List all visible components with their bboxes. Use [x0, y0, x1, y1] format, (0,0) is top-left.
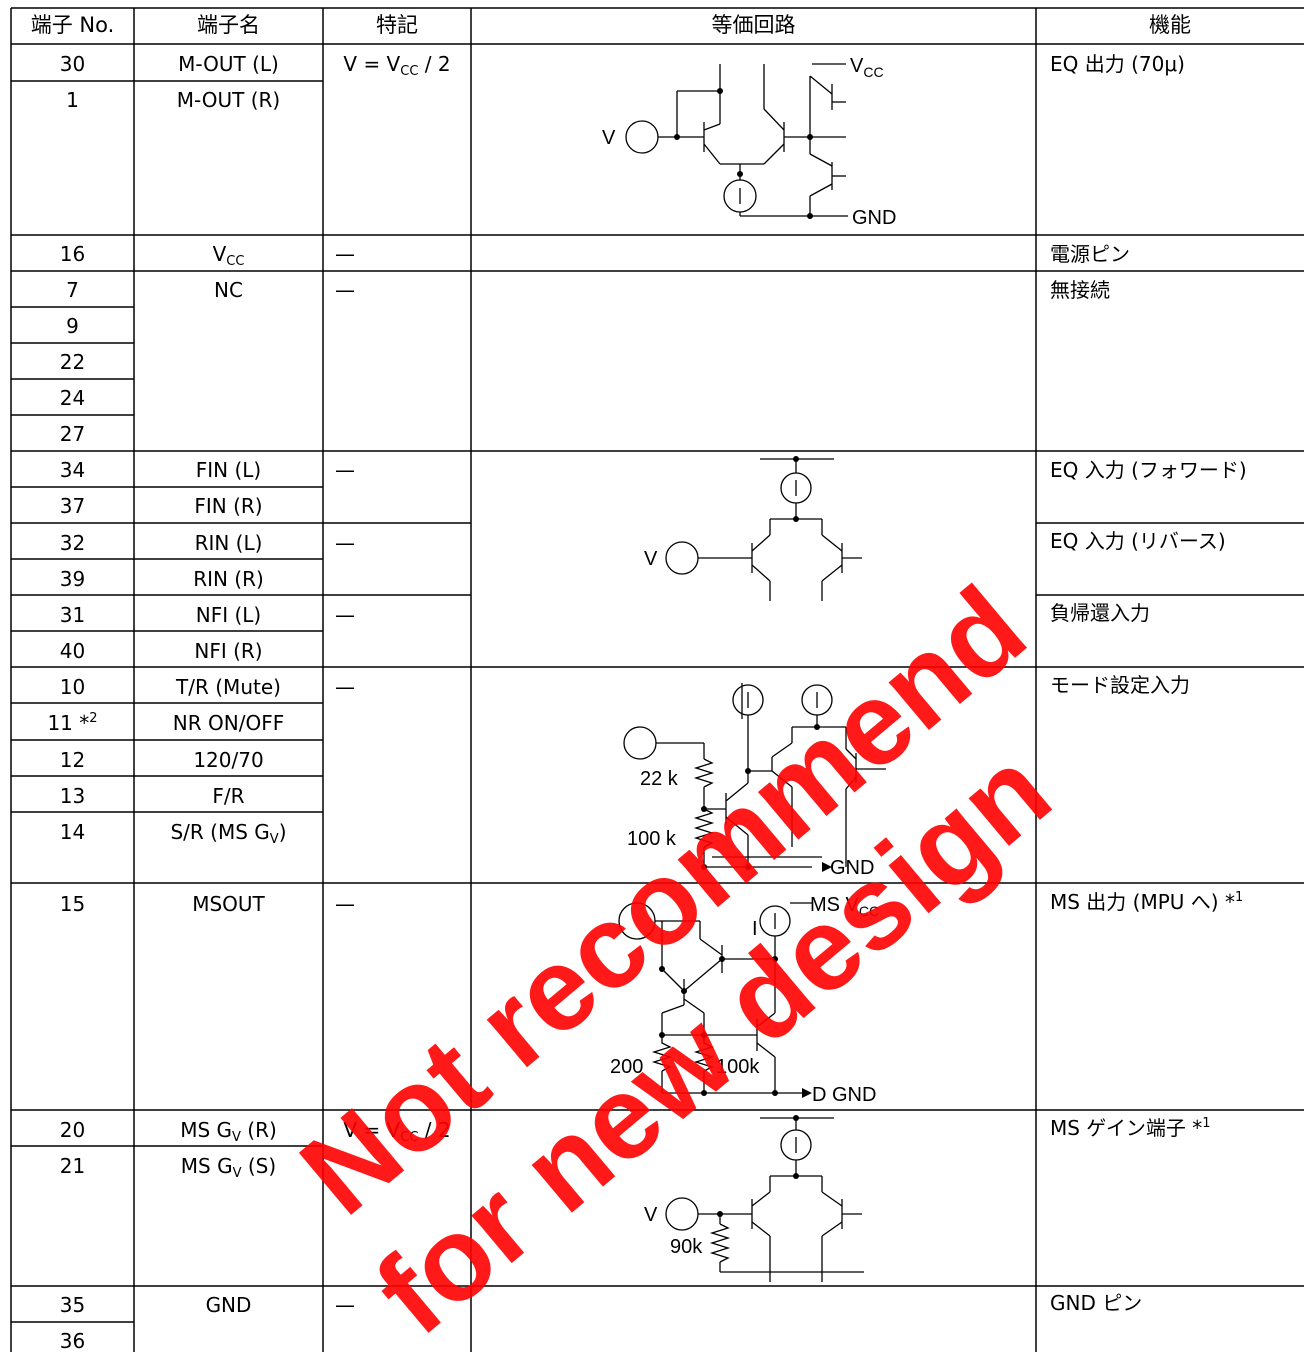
pin-number: 37	[59, 494, 86, 518]
pin-number: 7	[66, 278, 79, 302]
pin-number: 13	[59, 784, 86, 808]
pin-name: MSOUT	[192, 892, 265, 916]
pin-name: NFI (R)	[194, 639, 263, 663]
circuit-label: V	[602, 127, 616, 149]
circuit-label: VCC	[850, 55, 884, 80]
circuit-label: D GND	[812, 1084, 876, 1106]
header-pin-no: 端子 No.	[30, 13, 115, 37]
pin-function: EQ 入力 (フォワード)	[1050, 458, 1247, 482]
pin-name: MS GV (S)	[180, 1154, 277, 1181]
header-function: 機能	[1149, 13, 1191, 37]
pin-number: 10	[59, 675, 86, 699]
pin-number: 34	[59, 458, 86, 482]
pin-number: 16	[59, 242, 86, 266]
pin-number: 12	[59, 748, 86, 772]
pin-name: T/R (Mute)	[176, 675, 281, 699]
pin-note: —	[335, 603, 355, 627]
pin-function: MS 出力 (MPU へ) *1	[1050, 890, 1244, 914]
pin-function: 電源ピン	[1050, 242, 1130, 266]
pin-note: —	[335, 531, 355, 555]
pin-name: FIN (R)	[194, 494, 263, 518]
pin-number: 21	[59, 1154, 86, 1178]
pin-number: 40	[59, 639, 86, 663]
pin-number: 36	[59, 1329, 86, 1353]
header-note: 特記	[376, 13, 418, 37]
pin-function: EQ 出力 (70μ)	[1050, 52, 1185, 76]
pin-number: 32	[59, 531, 86, 555]
circuit-eq-input: V	[644, 456, 862, 601]
pin-number: 1	[66, 88, 79, 112]
pin-name: S/R (MS GV)	[170, 820, 287, 847]
pin-note: —	[335, 675, 355, 699]
pin-function: 負帰還入力	[1050, 601, 1150, 625]
pin-number: 35	[59, 1293, 86, 1317]
pin-number: 30	[59, 52, 86, 76]
circuit-mout: V VCC GND	[602, 55, 896, 229]
pin-number: 14	[59, 820, 86, 844]
circuit-label: MS VCC	[810, 894, 879, 919]
pin-number: 31	[59, 603, 86, 627]
circuit-mode: 22 k 100 k GND	[623, 683, 886, 879]
pin-name: MS GV (R)	[180, 1118, 277, 1145]
pin-name: RIN (L)	[194, 531, 263, 555]
pin-number: 11 *2	[47, 711, 98, 735]
pin-note: —	[335, 458, 355, 482]
pin-name: NFI (L)	[195, 603, 262, 627]
circuit-label: GND	[830, 857, 874, 879]
pin-name: F/R	[212, 784, 245, 808]
pin-name: 120/70	[193, 748, 264, 772]
pin-number: 9	[66, 314, 79, 338]
circuit-label: 100k	[716, 1056, 760, 1078]
pin-note: V = VCC / 2	[343, 1118, 451, 1145]
pin-function: 無接続	[1050, 278, 1110, 302]
circuit-label: 22 k	[640, 768, 679, 790]
circuit-label: 100 k	[627, 828, 677, 850]
circuit-label: I	[752, 918, 758, 940]
pin-name: VCC	[212, 242, 245, 269]
pin-name: GND	[205, 1293, 252, 1317]
pin-note: —	[335, 242, 355, 266]
pin-function: GND ピン	[1050, 1291, 1143, 1315]
pin-name: M-OUT (L)	[178, 52, 279, 76]
pin-function: MS ゲイン端子 *1	[1050, 1116, 1211, 1140]
pin-number: 22	[59, 350, 86, 374]
pin-name: NR ON/OFF	[172, 711, 285, 735]
circuit-label: V	[644, 1204, 658, 1226]
pin-number: 24	[59, 386, 86, 410]
header-pin-name: 端子名	[197, 13, 260, 37]
pin-note: V = VCC / 2	[343, 52, 451, 79]
pin-function: モード設定入力	[1050, 673, 1190, 697]
circuit-msout: I MS VCC 200 100k D GND	[610, 894, 879, 1106]
pin-name: FIN (L)	[195, 458, 262, 482]
circuit-msgv: V 90k	[644, 1115, 864, 1282]
circuit-label: GND	[852, 207, 896, 229]
pin-number: 39	[59, 567, 86, 591]
pin-name: NC	[214, 278, 243, 302]
circuit-label: V	[644, 548, 658, 570]
pin-note: —	[335, 278, 355, 302]
pin-number: 15	[59, 892, 86, 916]
pin-function: EQ 入力 (リバース)	[1050, 529, 1226, 553]
pin-note: —	[335, 892, 355, 916]
pin-number: 20	[59, 1118, 86, 1142]
header-circuit: 等価回路	[711, 13, 796, 37]
pin-name: M-OUT (R)	[176, 88, 281, 112]
circuit-label: 200	[610, 1056, 643, 1078]
pin-name: RIN (R)	[193, 567, 264, 591]
circuit-label: 90k	[670, 1236, 703, 1258]
pin-note: —	[335, 1293, 355, 1317]
pin-number: 27	[59, 422, 86, 446]
